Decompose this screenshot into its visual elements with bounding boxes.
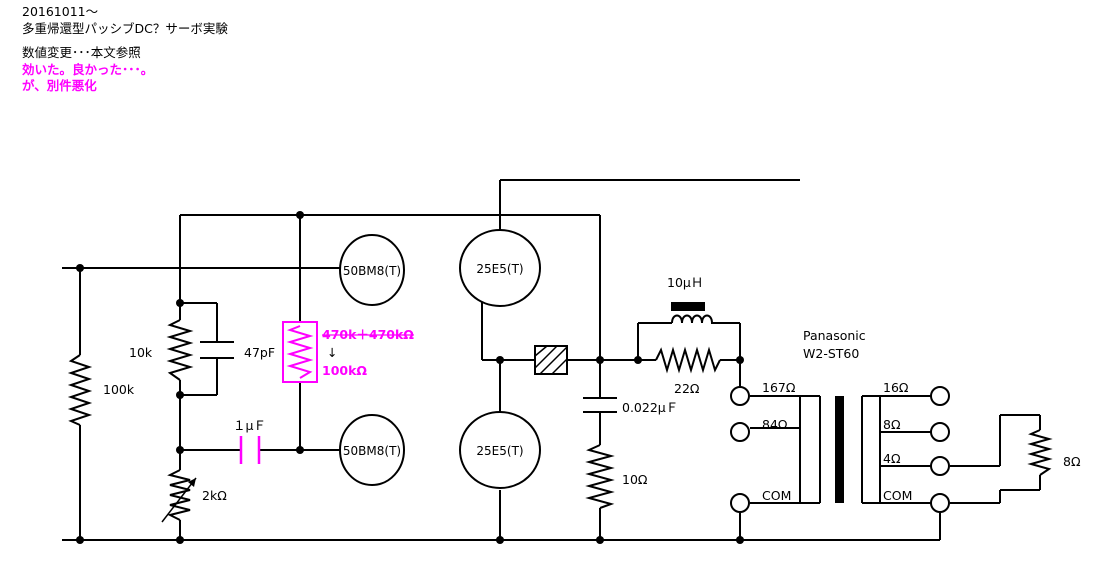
resistor-8-load <box>1027 429 1053 476</box>
notes-block: 20161011～ 多重帰還型パッシブDC？サーボ実験 数値変更･･･本文参照 … <box>22 4 228 95</box>
label-r-8: 8Ω <box>1063 454 1081 469</box>
label-r-10k: 10k <box>129 345 153 360</box>
tube-top-right <box>459 229 541 307</box>
tube-bottom-left <box>339 414 405 486</box>
label-r-new: 100kΩ <box>322 363 367 378</box>
label-tube-top-left: 50BM8(T) <box>343 264 401 278</box>
label-r-old: 470k＋470kΩ <box>322 327 414 342</box>
label-c-1uf: １μＦ <box>233 418 266 433</box>
result-line-2: が、別件悪化 <box>22 78 97 93</box>
inductor-10uh <box>671 314 715 324</box>
tap-secondary-com: COM <box>883 488 912 503</box>
transformer-brand: Panasonic <box>803 328 866 343</box>
terminals <box>730 386 950 513</box>
result-line-1: 効いた。良かった･･･。 <box>22 61 154 77</box>
junction-dots <box>76 211 744 544</box>
resistor-10 <box>585 444 615 509</box>
tap-primary-84: 84Ω <box>762 417 788 432</box>
resistor-22 <box>655 346 721 374</box>
capacitor-1uf <box>239 436 261 464</box>
variable-arrow-icon <box>161 477 197 523</box>
label-tube-bottom-right: 25E5(T) <box>476 444 523 458</box>
resistor-10k <box>166 319 194 381</box>
label-tube-top-right: 25E5(T) <box>476 262 523 276</box>
tap-primary-167: 167Ω <box>762 380 796 395</box>
ferrite-bead-icon <box>534 345 568 375</box>
label-r-22: 22Ω <box>674 381 700 396</box>
label-c-47pf: 47pF <box>244 345 275 360</box>
variable-resistor-2k <box>167 469 191 521</box>
tap-secondary-8: 8Ω <box>883 417 901 432</box>
resistor-changed <box>282 321 318 383</box>
label-r-arrow: ↓ <box>327 345 337 360</box>
label-r-10: 10Ω <box>622 472 648 487</box>
label-r-100k: 100k <box>103 382 135 397</box>
title-label: 多重帰還型パッシブDC？サーボ実験 <box>22 20 228 36</box>
label-tube-bottom-left: 50BM8(T) <box>343 444 401 458</box>
label-c-0022: 0.022μＦ <box>622 400 678 415</box>
tube-bottom-right <box>459 411 541 489</box>
core-bar-icon <box>671 302 705 311</box>
label-vr-2k: 2kΩ <box>202 488 227 503</box>
transformer-model: W2-ST60 <box>803 346 859 361</box>
tap-secondary-4: 4Ω <box>883 451 901 466</box>
transformer-core-icon <box>835 396 844 503</box>
label-l-10uh: 10μＨ <box>667 275 703 290</box>
date-label: 20161011～ <box>22 4 99 19</box>
change-note: 数値変更･･･本文参照 <box>22 45 141 60</box>
tap-primary-com: COM <box>762 488 791 503</box>
tap-secondary-16: 16Ω <box>883 380 909 395</box>
resistor-100k <box>67 354 93 426</box>
tube-top-left <box>339 234 405 306</box>
